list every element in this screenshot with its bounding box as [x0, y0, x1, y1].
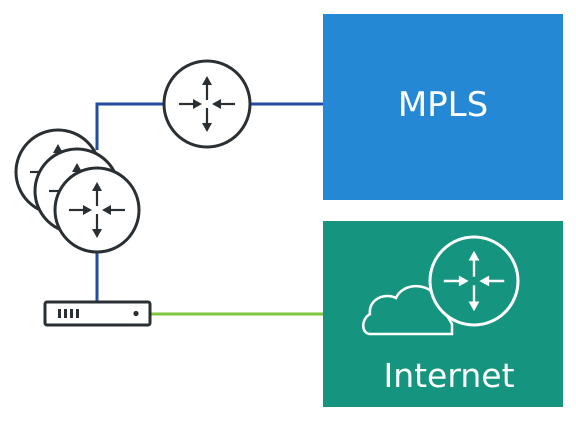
- internet-box: Internet: [323, 221, 563, 407]
- router-icon: [162, 59, 252, 149]
- mpls-box: MPLS: [323, 14, 563, 200]
- router-stack-front: [53, 166, 141, 254]
- cloud-icon: [362, 285, 454, 336]
- internet-router-icon: [428, 235, 520, 327]
- mpls-link: [95, 102, 326, 150]
- router-stack-icon: [14, 128, 141, 254]
- mpls-label: MPLS: [398, 85, 488, 125]
- internet-label: Internet: [383, 356, 514, 395]
- firewall-appliance-icon: [43, 300, 152, 327]
